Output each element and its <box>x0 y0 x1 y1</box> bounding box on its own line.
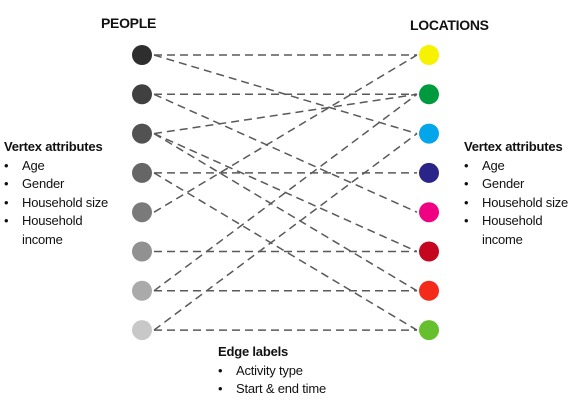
person-8-node <box>132 320 152 341</box>
location-nodes <box>419 45 439 341</box>
edge-person-3-to-location-crimson <box>153 132 418 253</box>
edge-person-5-to-location-yellow <box>153 54 418 213</box>
edge-label-activity-type: Activity type <box>218 362 358 381</box>
locations-heading: LOCATIONS <box>410 17 489 33</box>
edge-person-3-to-location-green <box>153 93 418 135</box>
location-green-node <box>419 84 439 105</box>
location-yellow-node <box>419 45 439 65</box>
right-vertex-attributes: Vertex attributes Age Gender Household s… <box>464 138 584 249</box>
left-vertex-attributes: Vertex attributes Age Gender Household s… <box>4 138 129 249</box>
edge-person-8-to-location-light-blue <box>153 132 418 331</box>
person-5-node <box>132 202 152 223</box>
edge-person-3-to-location-red <box>153 132 418 292</box>
person-4-node <box>132 162 152 183</box>
location-red-node <box>419 280 439 301</box>
right-attribute-household-income: Household income <box>464 212 543 249</box>
people-nodes <box>132 45 152 341</box>
left-attribute-gender: Gender <box>4 175 129 194</box>
left-vertex-attributes-title: Vertex attributes <box>4 139 103 154</box>
location-lime-node <box>419 320 439 341</box>
edge-labels-title: Edge labels <box>218 344 289 359</box>
right-attribute-gender: Gender <box>464 175 584 194</box>
person-7-node <box>132 280 152 301</box>
person-2-node <box>132 84 152 105</box>
person-1-node <box>132 45 152 65</box>
location-crimson-node <box>419 241 439 262</box>
left-attribute-household-income: Household income <box>4 212 83 249</box>
left-attribute-age: Age <box>4 157 129 176</box>
right-vertex-attributes-title: Vertex attributes <box>464 139 563 154</box>
edge-person-2-to-location-pink <box>153 93 418 213</box>
location-navy-node <box>419 162 439 183</box>
location-light-blue-node <box>419 123 439 144</box>
edge-labels: Edge labels Activity type Start & end ti… <box>218 343 358 399</box>
person-6-node <box>132 241 152 262</box>
location-pink-node <box>419 202 439 223</box>
right-attribute-household-size: Household size <box>464 194 584 213</box>
people-heading: PEOPLE <box>101 15 156 31</box>
edges <box>153 54 418 331</box>
edge-person-7-to-location-green <box>153 93 418 292</box>
right-attribute-age: Age <box>464 157 584 176</box>
person-3-node <box>132 123 152 144</box>
edge-label-start-end-time: Start & end time <box>218 380 358 399</box>
left-attribute-household-size: Household size <box>4 194 129 213</box>
